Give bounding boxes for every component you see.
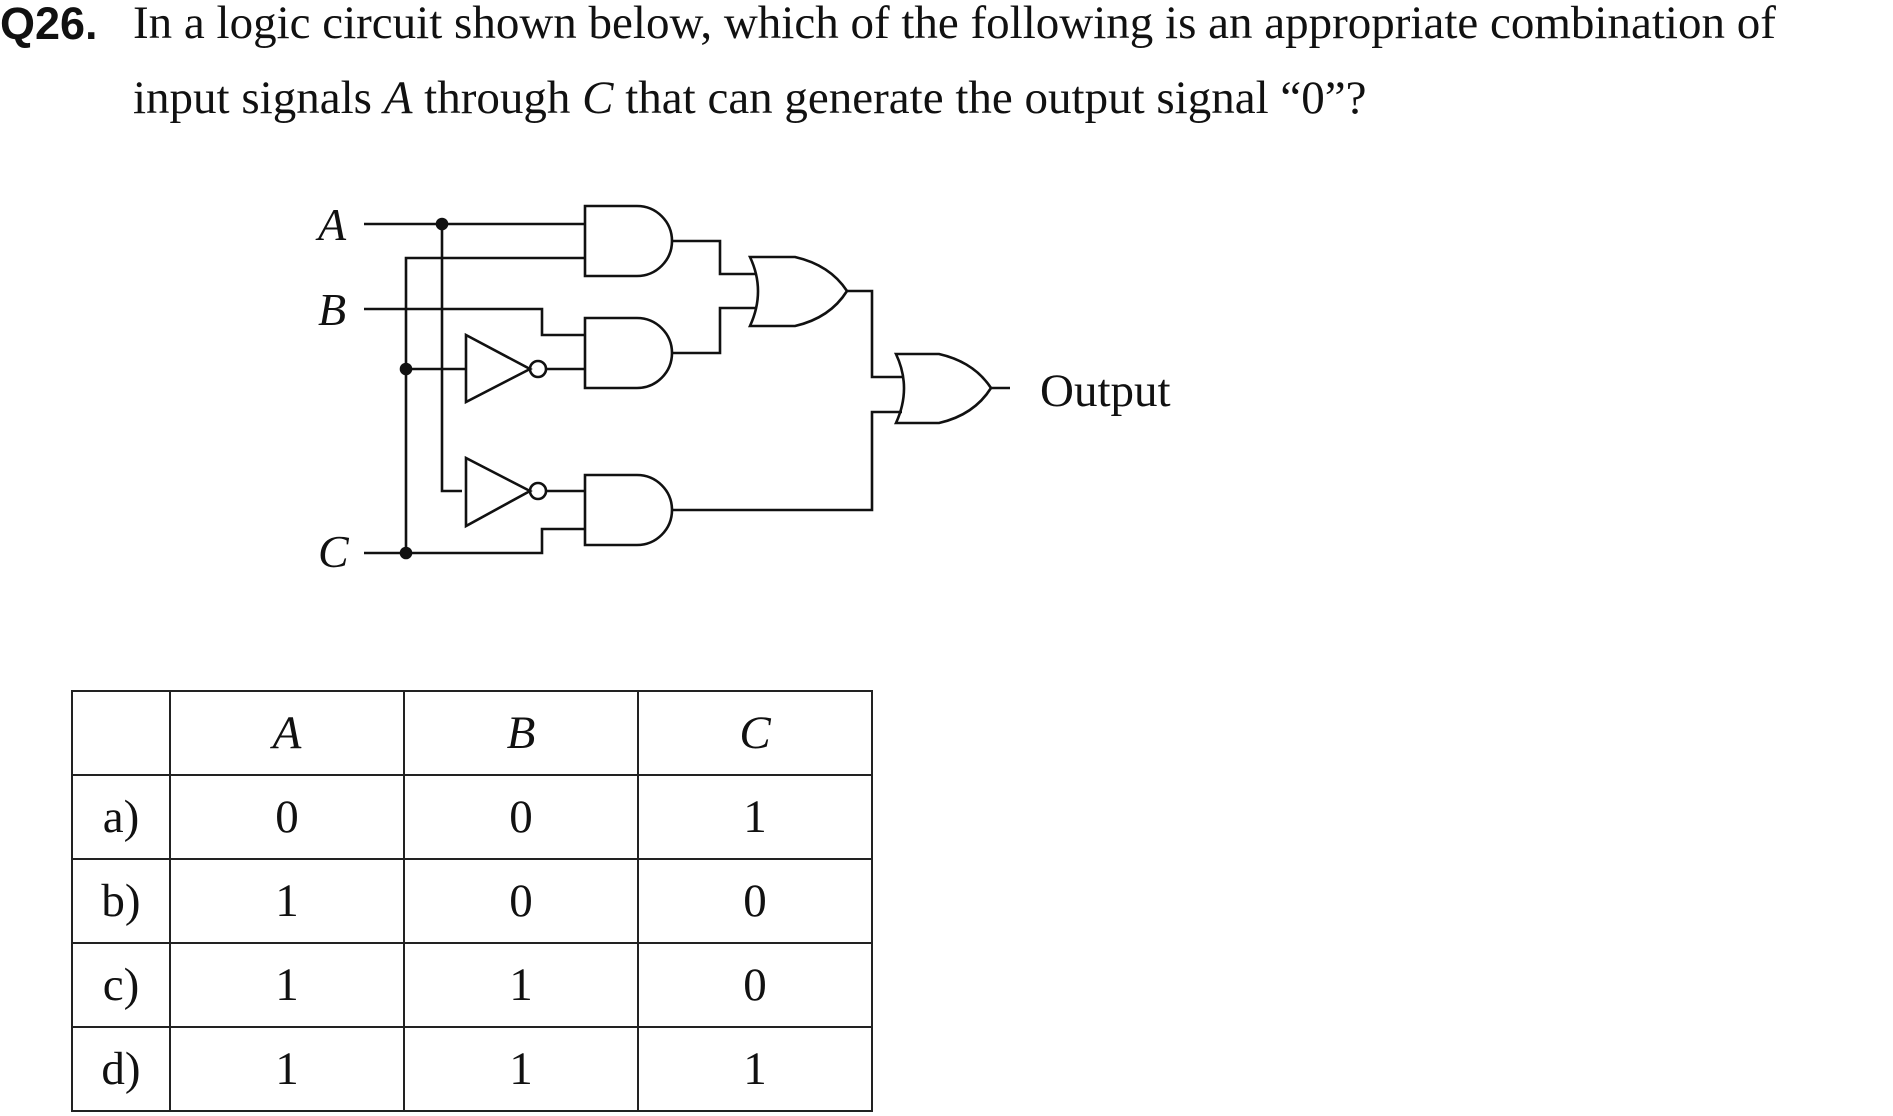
option-label: b) bbox=[71, 858, 171, 944]
wire-c bbox=[364, 527, 585, 555]
table-cell: 1 bbox=[637, 774, 873, 860]
option-label: a) bbox=[71, 774, 171, 860]
table-cell: 1 bbox=[169, 858, 405, 944]
table-cell: 1 bbox=[169, 942, 405, 1028]
table-cell: 1 bbox=[637, 1026, 873, 1112]
not-gate-2 bbox=[464, 455, 533, 529]
question-text-line1: In a logic circuit shown below, which of… bbox=[133, 0, 1776, 49]
logic-circuit-diagram: A B C bbox=[315, 199, 1171, 577]
wire-a-branch bbox=[440, 224, 462, 493]
table-row: d) 1 1 1 bbox=[71, 1026, 873, 1112]
input-label-c: C bbox=[318, 526, 350, 577]
output-label: Output bbox=[1040, 365, 1171, 417]
or-gate-1 bbox=[747, 255, 849, 328]
junction-dot bbox=[435, 217, 449, 231]
table-cell: 0 bbox=[637, 942, 873, 1028]
table-cell: 1 bbox=[169, 1026, 405, 1112]
answer-table: A B C a) 0 0 1 b) 1 0 0 c) 1 1 0 d) 1 1 … bbox=[71, 690, 873, 1112]
wire-and3-out bbox=[672, 410, 902, 512]
table-header-cell bbox=[71, 690, 171, 776]
junction-dot bbox=[399, 546, 413, 560]
table-header-row: A B C bbox=[71, 690, 873, 776]
table-header-cell: A bbox=[169, 690, 405, 776]
wire-and2-out bbox=[672, 306, 756, 355]
table-cell: 0 bbox=[169, 774, 405, 860]
not-gate-1 bbox=[464, 332, 533, 405]
question-number: Q26. bbox=[0, 0, 98, 49]
variable-c: C bbox=[582, 72, 614, 124]
table-cell: 1 bbox=[403, 942, 639, 1028]
and-gate-1 bbox=[583, 204, 674, 278]
table-header-cell: C bbox=[637, 690, 873, 776]
table-cell: 1 bbox=[403, 1026, 639, 1112]
table-cell: 0 bbox=[403, 774, 639, 860]
and-gate-2 bbox=[583, 316, 674, 390]
or-gate-2 bbox=[893, 352, 993, 425]
option-label: d) bbox=[71, 1026, 171, 1112]
input-label-a: A bbox=[315, 199, 347, 250]
junction-dot bbox=[399, 362, 413, 376]
option-label: c) bbox=[71, 942, 171, 1028]
question-text-part: that can generate the output signal “0”? bbox=[613, 72, 1367, 124]
and-gate-3 bbox=[583, 473, 674, 547]
table-row: c) 1 1 0 bbox=[71, 942, 873, 1028]
table-cell: 0 bbox=[403, 858, 639, 944]
question-text-part: input signals bbox=[133, 72, 384, 124]
table-cell: 0 bbox=[637, 858, 873, 944]
table-row: a) 0 0 1 bbox=[71, 774, 873, 860]
table-header-cell: B bbox=[403, 690, 639, 776]
variable-a: A bbox=[383, 72, 413, 124]
question-text-line2: input signals A through C that can gener… bbox=[133, 73, 1366, 123]
wire-or1-out bbox=[847, 289, 902, 379]
wire-b bbox=[364, 307, 585, 337]
input-label-b: B bbox=[318, 284, 346, 335]
wire-and1-out bbox=[672, 239, 756, 276]
wire-c-branch bbox=[404, 256, 585, 553]
question-text-part: through bbox=[412, 72, 583, 124]
table-row: b) 1 0 0 bbox=[71, 858, 873, 944]
